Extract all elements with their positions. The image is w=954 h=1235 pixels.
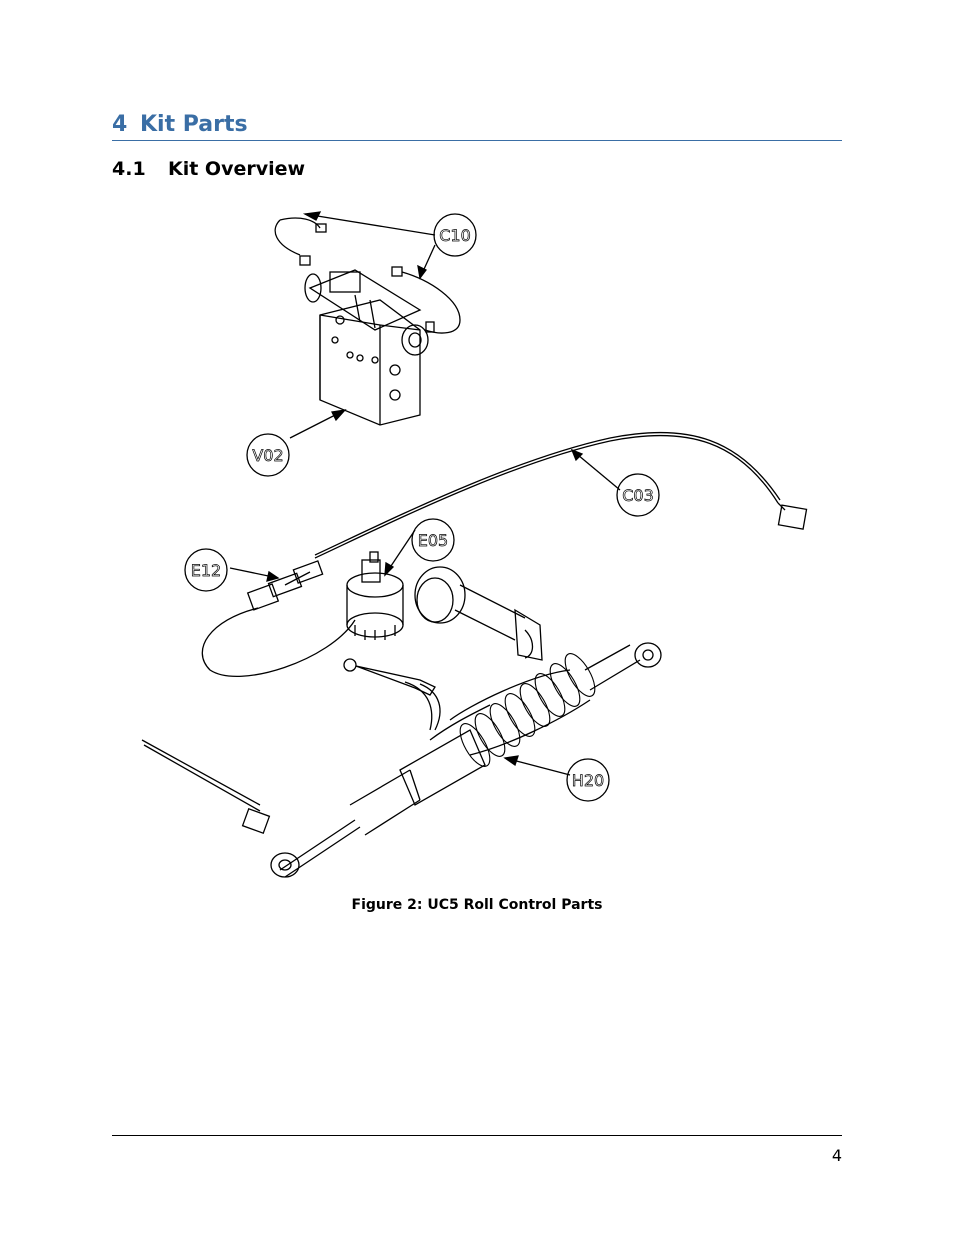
valve-assembly-drawing xyxy=(274,217,461,426)
cable-drawing xyxy=(201,431,808,678)
callout-c03 xyxy=(616,473,660,517)
callout-v02 xyxy=(246,433,290,477)
page-number: 4 xyxy=(831,1146,842,1165)
callout-h20 xyxy=(566,758,610,802)
callout-label-h20: H20 xyxy=(572,771,604,790)
callout-c10 xyxy=(433,213,477,257)
cylinder-drawing xyxy=(270,642,662,878)
section-number: 4 xyxy=(112,112,128,137)
rod-drawing xyxy=(141,739,271,835)
footer-divider xyxy=(112,1135,842,1136)
subsection-number: 4.1 xyxy=(112,158,146,180)
callout-label-e12: E12 xyxy=(191,561,221,580)
section-title: Kit Parts xyxy=(140,112,248,137)
callout-e05 xyxy=(411,518,455,562)
parts-diagram: C10 V02 C03 E05 E12 H20 xyxy=(130,200,830,890)
callout-label-c10: C10 xyxy=(439,226,471,245)
figure-caption: Figure 2: UC5 Roll Control Parts xyxy=(351,897,603,913)
callout-label-c03: C03 xyxy=(622,486,654,505)
lever-drawing xyxy=(343,658,441,731)
callout-leaders xyxy=(229,211,621,776)
callout-label-v02: V02 xyxy=(252,446,283,465)
sensor-drawing xyxy=(346,551,404,640)
subsection-title: Kit Overview xyxy=(168,158,306,180)
callout-e12 xyxy=(184,548,228,592)
callout-label-e05: E05 xyxy=(418,531,448,550)
arm-bracket-drawing xyxy=(414,566,543,661)
section-heading: 4 Kit Parts xyxy=(112,110,842,141)
